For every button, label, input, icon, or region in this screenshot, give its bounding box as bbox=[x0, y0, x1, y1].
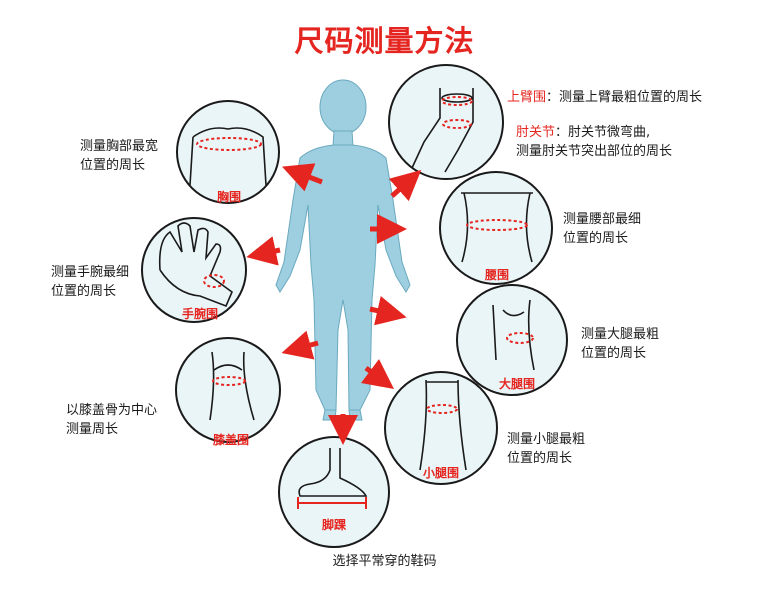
calf-circle bbox=[384, 371, 498, 485]
arrow-elbow bbox=[388, 170, 422, 202]
ankle-desc: 选择平常穿的鞋码 bbox=[332, 554, 437, 569]
upper-arm-label: 上臂围 bbox=[507, 90, 547, 105]
elbow-desc-text: ：肘关节微弯曲, bbox=[555, 125, 651, 140]
wrist-desc: 测量手腕最细 位置的周长 bbox=[51, 263, 129, 301]
waist-measure-line bbox=[466, 219, 528, 231]
foot-drawing bbox=[298, 448, 368, 497]
knee-desc: 以膝盖骨为中心 测量周长 bbox=[66, 401, 157, 439]
waist-drawing bbox=[461, 192, 533, 263]
wrist-desc-line-1: 测量手腕最细 bbox=[51, 265, 130, 280]
chest-desc-line-1: 测量胸部最宽 bbox=[80, 139, 159, 154]
thigh-desc-line-2: 位置的周长 bbox=[581, 346, 647, 361]
knee-desc-line-1: 以膝盖骨为中心 bbox=[66, 403, 158, 418]
waist-desc: 测量腰部最细 位置的周长 bbox=[563, 210, 641, 248]
left-foot bbox=[322, 409, 337, 421]
waist-desc-line-2: 位置的周长 bbox=[563, 231, 629, 246]
calf-desc: 测量小腿最粗 位置的周长 bbox=[507, 430, 585, 468]
chest-drawing bbox=[189, 127, 267, 186]
elbow-measure-line bbox=[442, 119, 472, 129]
arrow-calf bbox=[361, 359, 394, 389]
knee-measure-line bbox=[212, 376, 246, 386]
upper-arm-desc: 上臂围：测量上臂最粗位置的周长 bbox=[507, 88, 702, 107]
thigh-measure-line bbox=[506, 332, 534, 344]
waist-label: 腰围 bbox=[484, 268, 509, 282]
neck bbox=[332, 130, 354, 147]
thigh-label: 大腿围 bbox=[498, 377, 535, 391]
ankle-label: 脚踝 bbox=[321, 518, 346, 532]
foot-length-marker bbox=[297, 497, 367, 509]
waist-circle bbox=[439, 171, 553, 285]
calf-desc-line-1: 测量小腿最粗 bbox=[507, 432, 586, 447]
chest-desc: 测量胸部最宽 位置的周长 bbox=[80, 137, 158, 175]
knee-label: 膝盖围 bbox=[212, 433, 249, 447]
upper-arm-desc-text: ：测量上臂最粗位置的周长 bbox=[546, 90, 703, 105]
arrow-wrist bbox=[246, 236, 281, 266]
thigh-circle bbox=[456, 284, 568, 396]
chest-circle bbox=[176, 100, 280, 204]
arrow-thigh bbox=[369, 296, 407, 326]
hand-drawing bbox=[158, 222, 233, 308]
elbow-desc: 肘关节：肘关节微弯曲, 测量肘关节突出部位的周长 bbox=[516, 123, 672, 161]
chest-measure-line bbox=[196, 137, 262, 151]
wrist-desc-line-2: 位置的周长 bbox=[51, 284, 117, 299]
right-foot bbox=[348, 409, 363, 421]
thigh-drawing bbox=[492, 299, 535, 371]
torso-and-limbs bbox=[275, 144, 411, 411]
head bbox=[319, 79, 367, 135]
calf-drawing bbox=[419, 379, 467, 471]
chest-desc-line-2: 位置的周长 bbox=[80, 158, 146, 173]
knee-drawing bbox=[209, 351, 255, 421]
arrow-knee bbox=[281, 330, 319, 360]
thigh-desc: 测量大腿最粗 位置的周长 bbox=[581, 325, 659, 363]
knee-desc-line-2: 测量周长 bbox=[66, 422, 119, 437]
waist-desc-line-1: 测量腰部最细 bbox=[563, 212, 642, 227]
arrow-chest bbox=[281, 163, 323, 192]
wrist-circle bbox=[141, 217, 247, 323]
thigh-desc-line-1: 测量大腿最粗 bbox=[581, 327, 660, 342]
elbow-label: 肘关节 bbox=[516, 125, 556, 140]
elbow-desc-line-2: 测量肘关节突出部位的周长 bbox=[516, 144, 673, 159]
wrist-measure-line bbox=[203, 274, 225, 288]
calf-desc-line-2: 位置的周长 bbox=[507, 451, 573, 466]
calf-label: 小腿围 bbox=[422, 466, 459, 480]
elbow-drawing bbox=[411, 88, 474, 173]
knee-circle bbox=[175, 337, 281, 443]
upper-arm-outline bbox=[441, 93, 473, 103]
wrist-label: 手腕围 bbox=[181, 307, 218, 321]
calf-measure-line bbox=[426, 404, 458, 414]
upper-arm-measure-line bbox=[441, 96, 473, 106]
chest-label: 胸围 bbox=[216, 190, 241, 204]
page-title: 尺码测量方法 bbox=[294, 24, 475, 58]
